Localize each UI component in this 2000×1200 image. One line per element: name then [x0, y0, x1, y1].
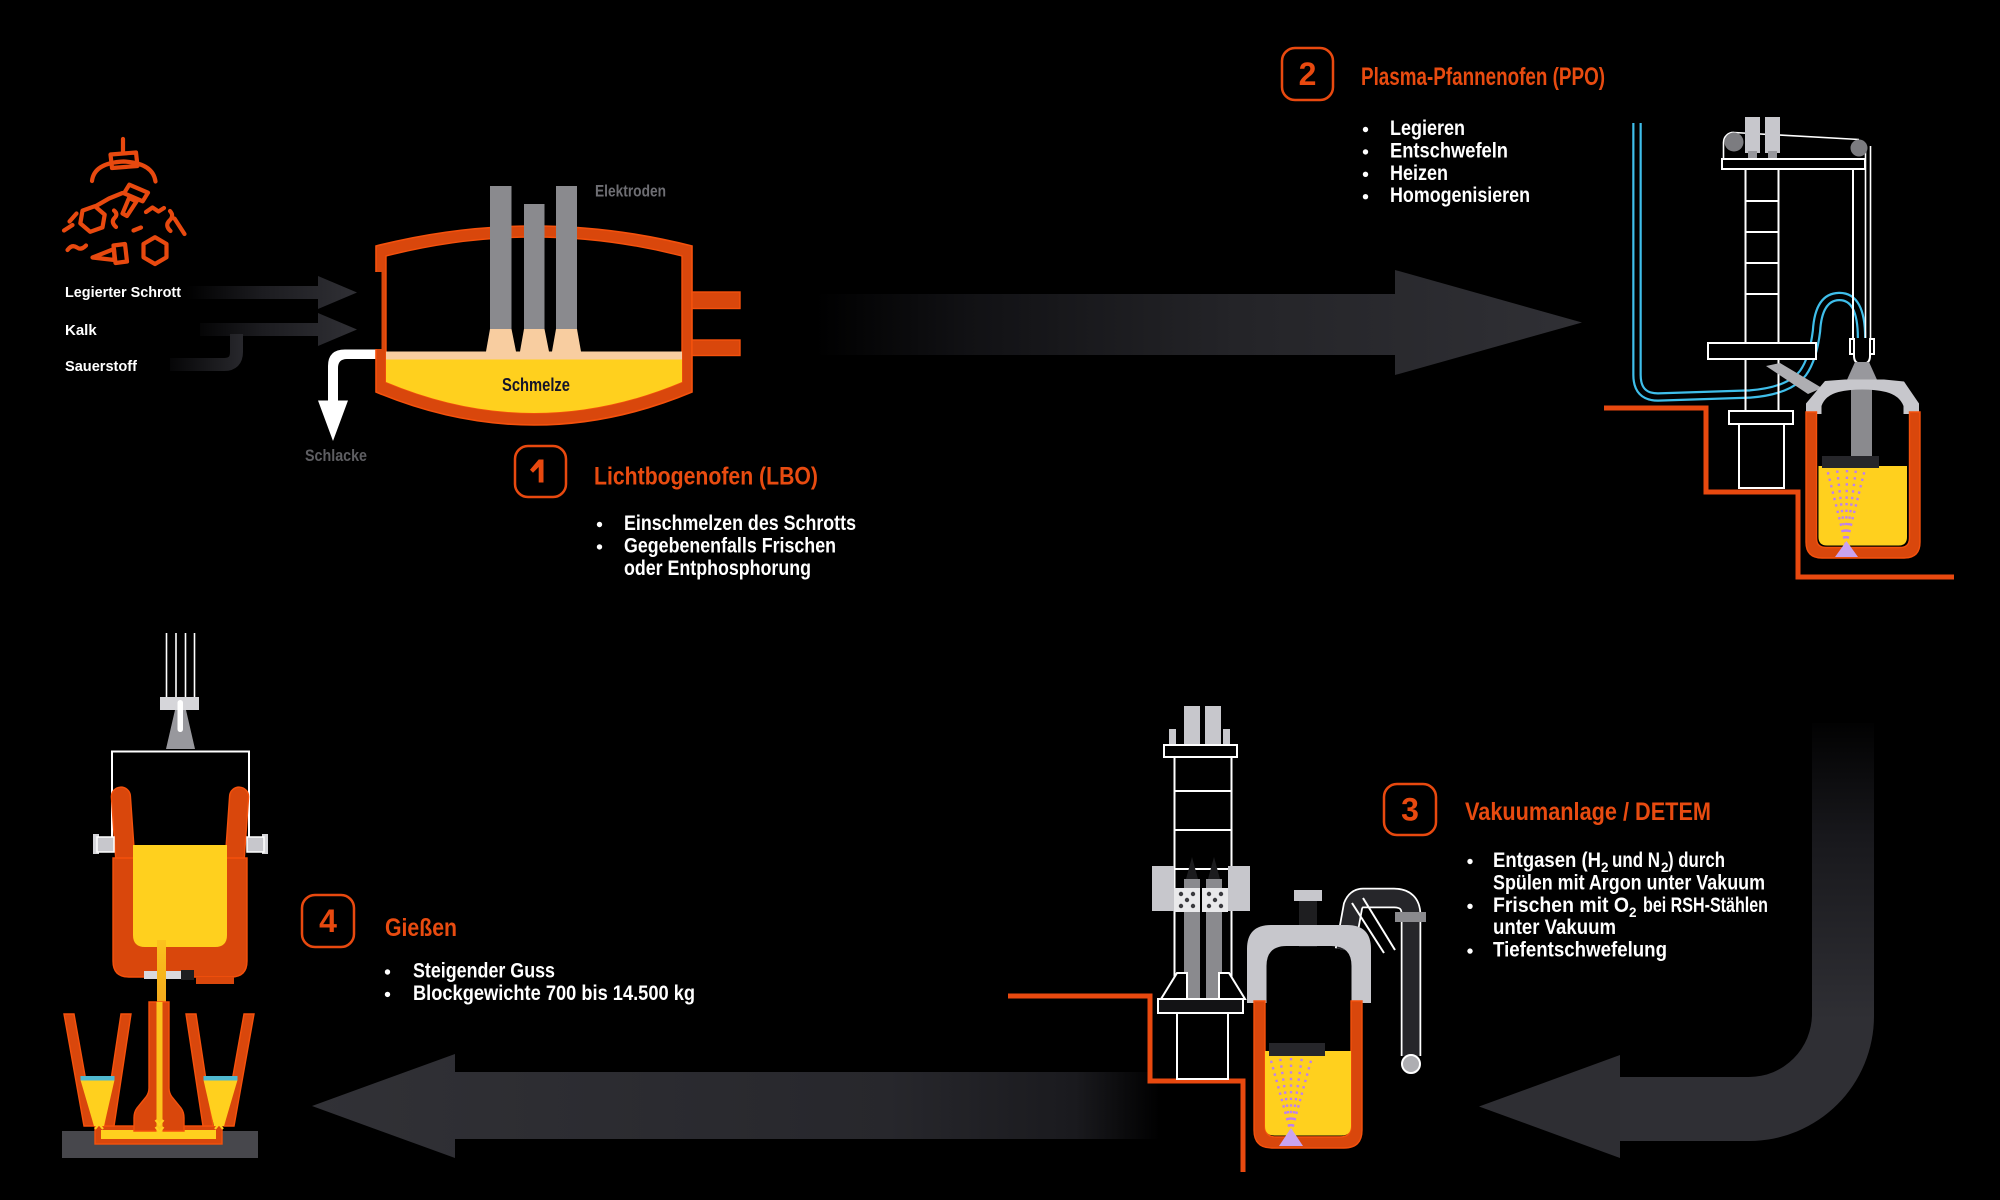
svg-text:Steigender Guss: Steigender Guss	[413, 960, 555, 983]
svg-text:Schmelze: Schmelze	[502, 375, 570, 395]
svg-text:4: 4	[319, 903, 337, 939]
svg-text:Einschmelzen des Schrotts: Einschmelzen des Schrotts	[624, 512, 856, 535]
svg-text:3: 3	[1401, 792, 1419, 828]
svg-text:Frischen mit O: Frischen mit O	[1493, 894, 1629, 917]
svg-text:Entgasen (H: Entgasen (H	[1493, 849, 1601, 872]
svg-text:Heizen: Heizen	[1390, 162, 1448, 185]
svg-text:Elektroden: Elektroden	[595, 183, 666, 201]
svg-text:Blockgewichte 700 bis 14.500 k: Blockgewichte 700 bis 14.500 kg	[413, 982, 695, 1005]
svg-text:Homogenisieren: Homogenisieren	[1390, 184, 1530, 207]
svg-text:Lichtbogenofen (LBO): Lichtbogenofen (LBO)	[594, 463, 818, 491]
svg-text:Gegebenenfalls Frischen: Gegebenenfalls Frischen	[624, 534, 836, 557]
svg-text:Legieren: Legieren	[1390, 117, 1465, 140]
svg-text:Tiefentschwefelung: Tiefentschwefelung	[1493, 939, 1667, 962]
svg-text:oder Entphosphorung: oder Entphosphorung	[624, 557, 811, 580]
svg-text:Kalk: Kalk	[65, 322, 97, 339]
svg-text:Legierter Schrott: Legierter Schrott	[65, 284, 181, 301]
svg-text:unter Vakuum: unter Vakuum	[1493, 916, 1616, 939]
svg-text:Spülen mit Argon unter Vakuum: Spülen mit Argon unter Vakuum	[1493, 871, 1765, 894]
svg-text:Sauerstoff: Sauerstoff	[65, 358, 138, 375]
svg-text:2: 2	[1299, 56, 1317, 92]
svg-text:Plasma-Pfannenofen (PPO): Plasma-Pfannenofen (PPO)	[1361, 63, 1605, 91]
svg-text:Entschwefeln: Entschwefeln	[1390, 139, 1508, 162]
svg-text:2: 2	[1629, 905, 1637, 920]
svg-text:) durch: ) durch	[1668, 849, 1725, 872]
svg-text:Gießen: Gießen	[385, 914, 457, 942]
svg-text:2: 2	[1601, 860, 1609, 875]
svg-text:Schlacke: Schlacke	[305, 447, 367, 465]
svg-text:bei RSH-Stählen: bei RSH-Stählen	[1643, 894, 1768, 917]
svg-text:2: 2	[1661, 860, 1669, 875]
svg-text:und N: und N	[1612, 849, 1660, 872]
svg-text:Vakuumanlage / DETEM: Vakuumanlage / DETEM	[1465, 798, 1711, 826]
